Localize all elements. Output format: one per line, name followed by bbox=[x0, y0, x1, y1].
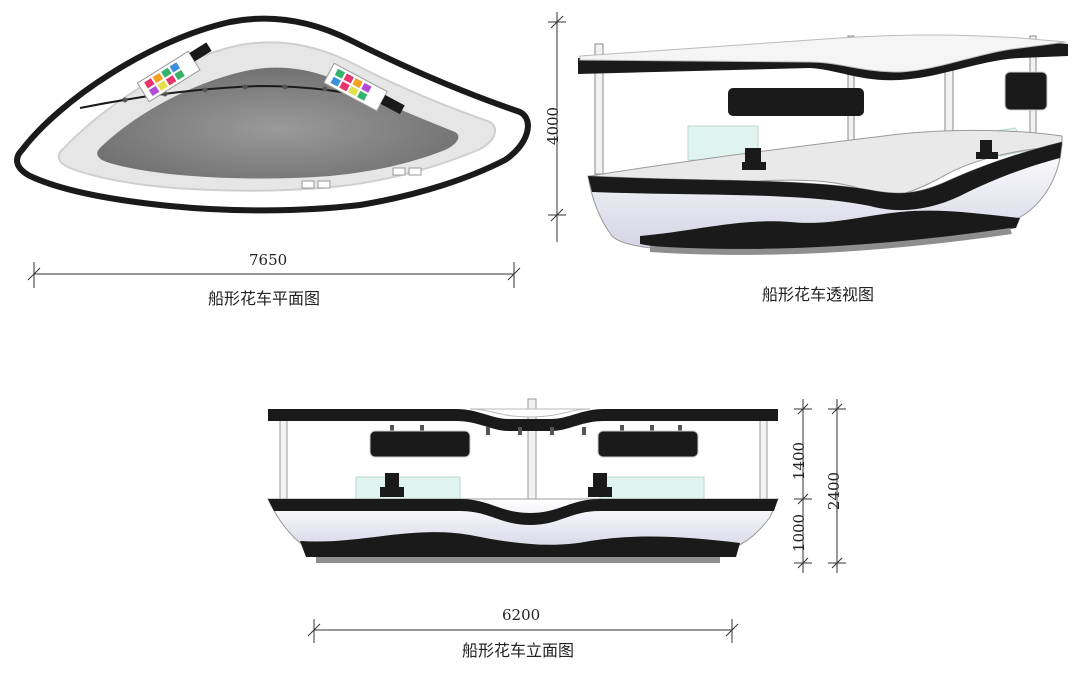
elevation-height-dimensions bbox=[794, 399, 846, 573]
elevation-sign-right bbox=[597, 430, 699, 458]
elevation-glass-left bbox=[355, 476, 461, 502]
elevation-total-label: 2400 bbox=[825, 471, 844, 511]
plan-width-dimension bbox=[27, 262, 521, 288]
plan-width-label: 7650 bbox=[249, 251, 288, 269]
tile bbox=[157, 80, 168, 91]
elevation-canopy bbox=[268, 409, 778, 431]
tile bbox=[352, 78, 363, 89]
elevation-view bbox=[267, 398, 846, 643]
elevation-hull-band-top bbox=[268, 499, 778, 525]
tile bbox=[165, 75, 177, 86]
tile bbox=[348, 86, 359, 97]
tile bbox=[174, 69, 185, 81]
perspective-sign-left bbox=[728, 88, 864, 116]
perspective-floor-base bbox=[650, 228, 1012, 255]
tile bbox=[361, 82, 372, 93]
tile bbox=[161, 67, 172, 78]
tile bbox=[334, 68, 346, 79]
tile bbox=[148, 85, 160, 97]
elevation-hull-band-bottom bbox=[300, 532, 740, 557]
perspective-view bbox=[548, 12, 1068, 255]
elevation-register-left bbox=[380, 473, 404, 497]
tile bbox=[343, 73, 354, 84]
elevation-width-dimension bbox=[307, 619, 739, 643]
perspective-hull-band-top bbox=[588, 142, 1062, 211]
tile bbox=[169, 62, 181, 73]
perspective-caption: 船形花车透视图 bbox=[761, 285, 874, 304]
perspective-sign-right bbox=[1004, 71, 1048, 111]
perspective-height-label: 4000 bbox=[544, 106, 563, 146]
elevation-width-label: 6200 bbox=[502, 606, 541, 624]
elevation-upper-label: 1400 bbox=[790, 441, 809, 481]
elevation-caption: 船形花车立面图 bbox=[461, 641, 574, 660]
elevation-floor-base bbox=[316, 557, 720, 563]
plan-left-cashier bbox=[136, 42, 212, 103]
plan-view bbox=[14, 15, 531, 288]
elevation-lamps bbox=[390, 425, 682, 435]
elevation-register-right bbox=[588, 473, 612, 497]
perspective-hull-band-bottom bbox=[640, 210, 1020, 251]
tile bbox=[152, 72, 164, 84]
plan-seat-blocks bbox=[301, 167, 422, 189]
tile bbox=[357, 90, 368, 101]
tile bbox=[144, 78, 155, 89]
elevation-glass-right bbox=[599, 476, 705, 502]
perspective-canopy-top bbox=[579, 34, 1067, 73]
plan-caption: 船形花车平面图 bbox=[207, 289, 320, 308]
elevation-lower-label: 1000 bbox=[790, 513, 809, 553]
elevation-sign-left bbox=[369, 430, 471, 458]
tile bbox=[330, 76, 341, 87]
elevation-canopy-gap bbox=[469, 408, 591, 418]
perspective-register-right bbox=[976, 140, 998, 159]
tile bbox=[339, 81, 350, 92]
perspective-height-dimension bbox=[548, 12, 566, 242]
plan-right-cashier bbox=[323, 62, 405, 115]
perspective-register-left bbox=[742, 148, 766, 170]
